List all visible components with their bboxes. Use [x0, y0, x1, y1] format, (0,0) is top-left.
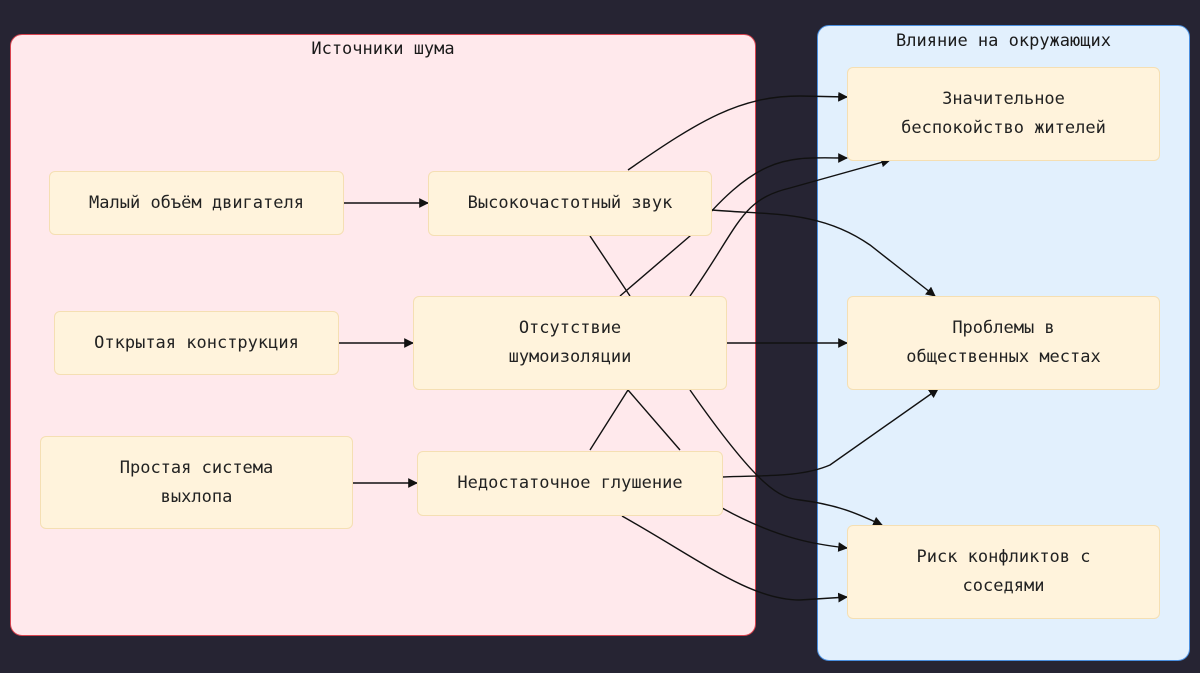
node-poor-muffling: Недостаточное глушение: [417, 451, 723, 516]
node-high-frequency-sound: Высокочастотный звук: [428, 171, 712, 236]
node-open-design: Открытая конструкция: [54, 311, 339, 375]
node-simple-exhaust: Простая система выхлопа: [40, 436, 353, 529]
node-residents-disturbance: Значительное беспокойство жителей: [847, 67, 1160, 161]
node-neighbor-conflict-risk: Риск конфликтов с соседями: [847, 525, 1160, 619]
node-no-insulation: Отсутствие шумоизоляции: [413, 296, 727, 390]
cluster-title-sources: Источники шума: [311, 39, 455, 59]
node-small-engine: Малый объём двигателя: [49, 171, 344, 235]
node-public-places-problems: Проблемы в общественных местах: [847, 296, 1160, 390]
cluster-title-impact: Влияние на окружающих: [896, 31, 1111, 51]
